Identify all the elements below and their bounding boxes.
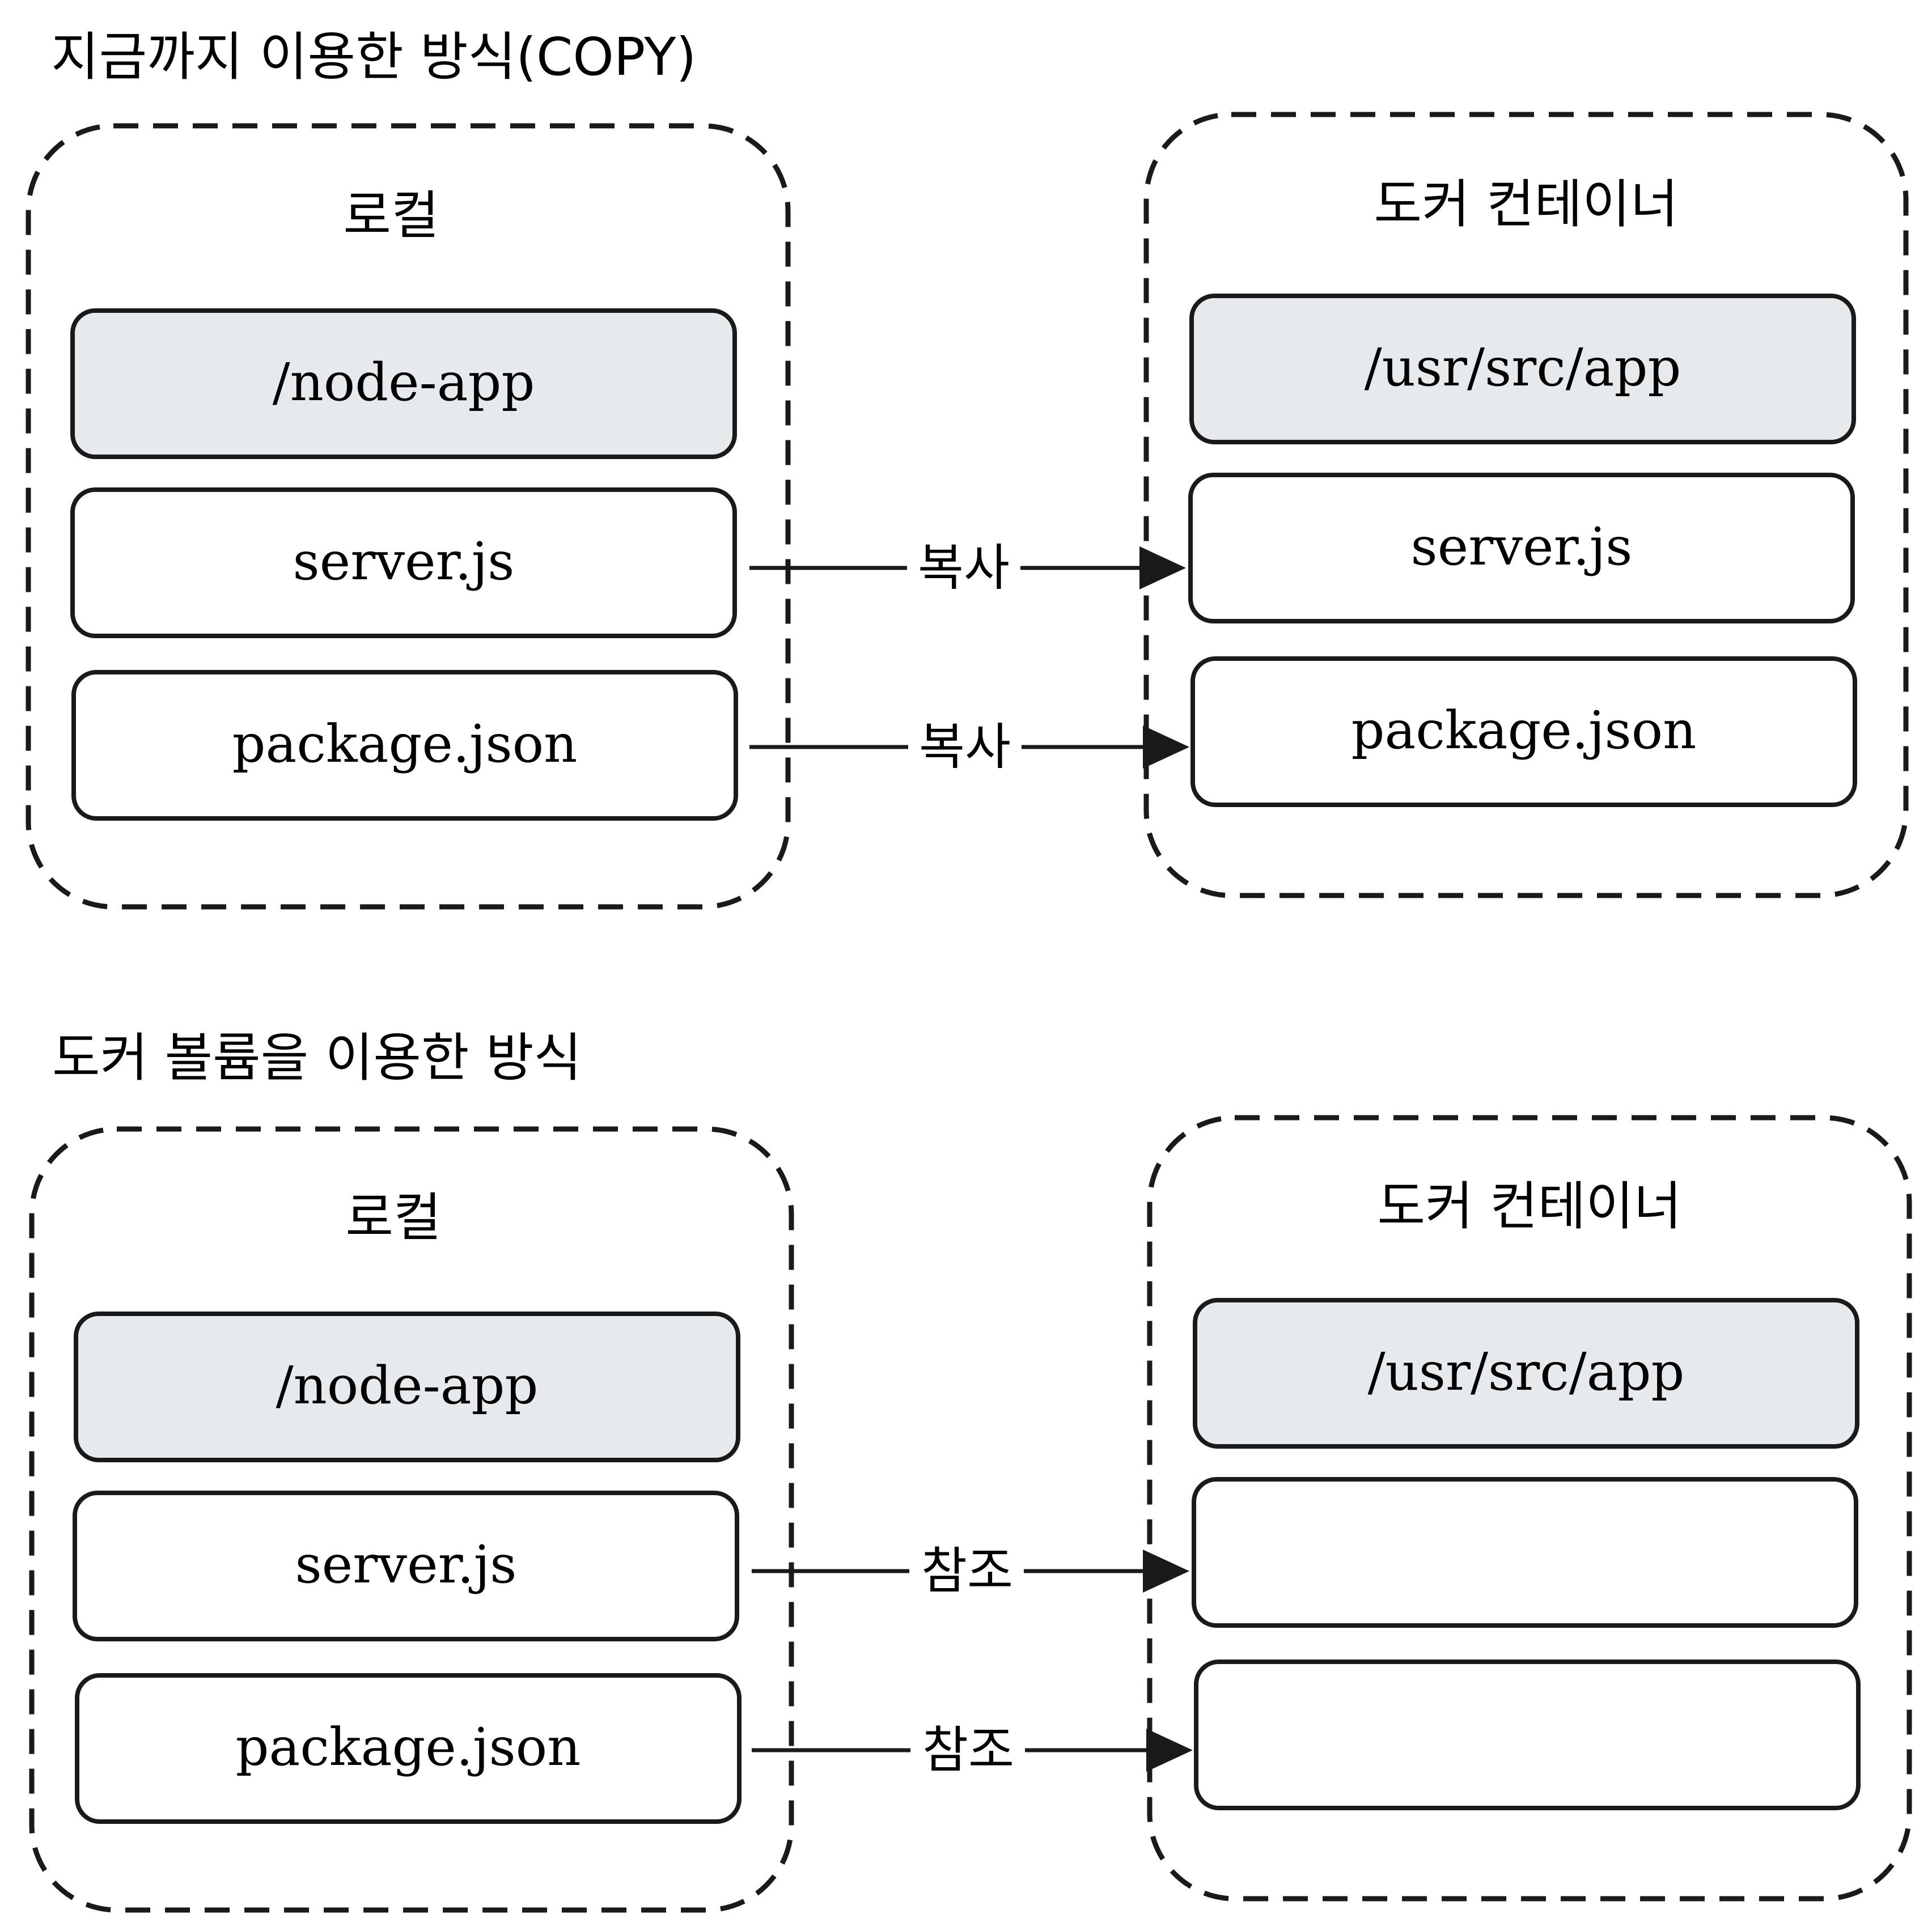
file-box-empty [1192,1477,1858,1628]
file-box-package: package.json [1190,656,1857,807]
arrow-label: 참조 [921,1542,1013,1600]
section-volume: 도커 볼륨을 이용한 방식 로컬 /node-app server.js pac… [29,1028,1912,1913]
section-title: 지금까지 이용한 방식(COPY) [51,27,696,87]
arrow-copy-package: 복사 [749,718,1189,776]
local-container-border [26,123,791,910]
arrow-label: 복사 [919,718,1011,776]
arrow-reference-package: 참조 [752,1721,1193,1779]
section-copy: 지금까지 이용한 방식(COPY) 로컬 /node-app server.js… [26,27,1909,910]
folder-box: /usr/src/app [1189,294,1856,444]
file-label: package.json [232,714,578,774]
file-box-server: server.js [1188,473,1855,623]
arrow-reference-server: 참조 [752,1542,1189,1600]
folder-box: /node-app [70,308,737,459]
file-label: package.json [1351,700,1697,761]
docker-container: 도커 컨테이너 /usr/src/app server.js package.j… [1143,112,1909,898]
folder-box: /node-app [74,1312,740,1462]
folder-label: /usr/src/app [1365,337,1681,398]
folder-label: /usr/src/app [1368,1342,1685,1402]
file-box-package: package.json [71,670,738,821]
arrow-label: 복사 [918,538,1010,597]
file-label: package.json [236,1717,581,1777]
file-label: server.js [295,1534,517,1595]
local-container: 로컬 /node-app server.js package.json [26,123,791,910]
docker-container-border [1147,1115,1912,1902]
arrow-label: 참조 [922,1721,1014,1779]
local-container: 로컬 /node-app server.js package.json [29,1126,794,1913]
section-title: 도커 볼륨을 이용한 방식 [52,1028,582,1088]
local-title: 로컬 [343,185,439,246]
folder-label: /node-app [273,352,535,413]
docker-title: 도커 컨테이너 [1374,174,1678,235]
file-box-server: server.js [70,487,737,638]
docker-container-border [1143,112,1909,898]
folder-box: /usr/src/app [1193,1298,1859,1449]
file-box-empty [1194,1660,1861,1810]
local-container-border [29,1126,794,1913]
file-box-package: package.json [75,1673,742,1824]
file-box-server: server.js [73,1491,739,1641]
file-label: server.js [1411,516,1633,577]
folder-label: /node-app [276,1355,539,1416]
local-title: 로컬 [345,1187,441,1248]
file-label: server.js [293,531,515,592]
arrow-copy-server: 복사 [749,538,1186,597]
docker-title: 도커 컨테이너 [1377,1176,1681,1237]
docker-container: 도커 컨테이너 /usr/src/app [1147,1115,1912,1902]
